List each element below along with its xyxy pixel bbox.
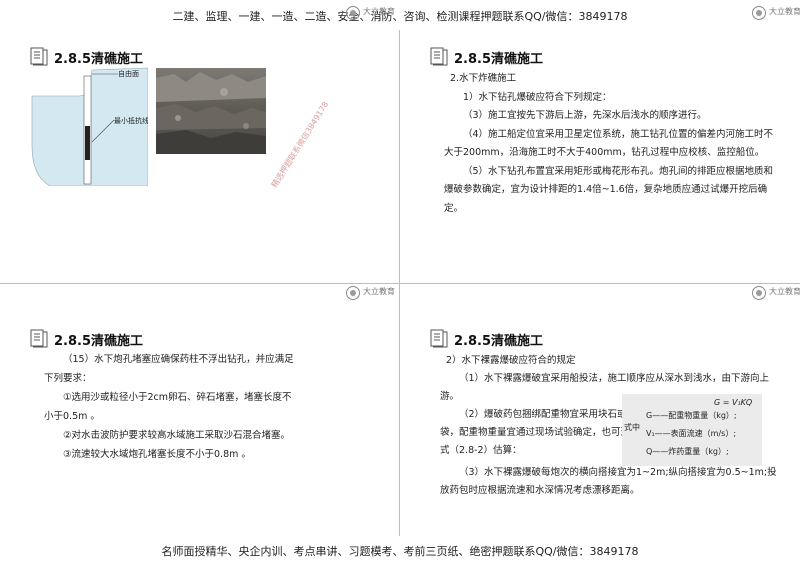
- logo-icon: [346, 6, 360, 20]
- slide-2: 大立教育 2.8.5清礁施工 2.水下炸礁施工 1）水下钻孔爆破应符合下列规定：…: [414, 6, 800, 278]
- paragraph: （3）水下裸露爆破每炮次的横向搭接宜为1~2m;纵向搭接宜为0.5~1m;投放药…: [440, 467, 777, 496]
- slide-title: 2.8.5清礁施工: [454, 334, 544, 349]
- paragraph: （15）水下炮孔堵塞应确保药柱不浮出钻孔，并应满足下列要求：: [44, 354, 294, 384]
- formula-v-definition: V₁——表面流速（m/s）;: [646, 429, 737, 438]
- paragraph: （3）施工宜按先下游后上游，先深水后浅水的顺序进行。: [463, 110, 707, 121]
- paragraph: （1）水下裸露爆破宜采用船投法，施工顺序应从深水到浅水，由下游向上游。: [440, 373, 770, 402]
- paragraph: ②对水击波防护要求较高水域施工采取沙石混合堵塞。: [63, 430, 291, 441]
- top-banner: 二建、监理、一建、一造、二造、安全、消防、咨询、检测课程押题联系QQ/微信：38…: [172, 10, 628, 23]
- formula-prefix: 式中: [624, 423, 640, 432]
- notebook-icon: [430, 329, 448, 348]
- watermark-text: 精选押题联系微信3849178: [269, 100, 331, 190]
- slide-title: 2.8.5清礁施工: [54, 52, 144, 67]
- vertical-divider: [399, 30, 400, 536]
- bottom-banner: 名师面授精华、央企内训、考点串讲、习题模考、考前三页纸、绝密押题联系QQ/微信：…: [161, 545, 639, 558]
- paragraph: ①选用沙或粒径小于2cm卵石、碎石堵塞，堵塞长度不小于0.5m 。: [44, 392, 292, 422]
- formula-q-definition: Q——炸药重量（kg）;: [646, 447, 729, 456]
- slide-body: 2）水下裸露爆破应符合的规定 （1）水下裸露爆破宜采用船投法，施工顺序应从深水到…: [440, 352, 785, 460]
- slide-body: （15）水下炮孔堵塞应确保药柱不浮出钻孔，并应满足下列要求： ①选用沙或粒径小于…: [44, 350, 299, 464]
- blasting-diagram: 自由面 最小抵抗线: [30, 66, 148, 186]
- formula-g-definition: G——配重物重量（kg）;: [646, 411, 737, 420]
- logo-icon: [752, 6, 766, 20]
- slide-title: 2.8.5清礁施工: [454, 52, 544, 67]
- min-resistance-label: 最小抵抗线: [114, 116, 148, 125]
- slide-title: 2.8.5清礁施工: [54, 334, 144, 349]
- paragraph: （5）水下钻孔布置宜采用矩形或梅花形布孔。炮孔间的排距应根据地质和爆破参数确定，…: [444, 165, 774, 214]
- formula-main: G = V₁KQ: [714, 398, 753, 407]
- slide-1: 大立教育 2.8.5清礁施工 自由面 最小抵抗线: [14, 6, 395, 278]
- paragraph: （2）爆破药包捆绑配重物宜采用块石或砂袋，配重物重量宜通过现场试验确定，也可通过…: [440, 409, 640, 456]
- slide-3: 大立教育 2.8.5清礁施工 （15）水下炮孔堵塞应确保药柱不浮出钻孔，并应满足…: [14, 286, 395, 534]
- paragraph: ③流速较大水域炮孔堵塞长度不小于0.8m 。: [63, 449, 251, 460]
- horizontal-divider: [0, 283, 800, 284]
- logo-icon: [346, 286, 360, 300]
- brand-logo: 大立教育: [346, 6, 395, 22]
- section-heading: 2）水下裸露爆破应符合的规定: [446, 355, 576, 366]
- paragraph: （4）施工船定位宜采用卫星定位系统，施工钻孔位置的偏差内河施工时不大于200mm…: [444, 128, 774, 159]
- slide-body: 2.水下炸礁施工 1）水下钻孔爆破应符合下列规定： （3）施工宜按先下游后上游，…: [444, 70, 779, 218]
- paragraph: 1）水下钻孔爆破应符合下列规定：: [463, 91, 612, 103]
- slide-body-bottom: （3）水下裸露爆破每炮次的横向搭接宜为1~2m;纵向搭接宜为0.5~1m;投放药…: [440, 464, 785, 500]
- brand-logo: 大立教育: [752, 6, 800, 22]
- formula-box: G = V₁KQ 式中 G——配重物重量（kg）; V₁——表面流速（m/s）;…: [622, 394, 762, 466]
- notebook-icon: [30, 47, 48, 66]
- slide-4: 大立教育 2.8.5清礁施工 2）水下裸露爆破应符合的规定 （1）水下裸露爆破宜…: [414, 286, 800, 534]
- section-heading: 2.水下炸礁施工: [450, 73, 517, 84]
- notebook-icon: [30, 329, 48, 348]
- logo-icon: [752, 286, 766, 300]
- notebook-icon: [430, 47, 448, 66]
- reef-site-photo: [156, 68, 266, 154]
- free-face-label: 自由面: [118, 69, 139, 78]
- brand-logo: 大立教育: [752, 286, 800, 302]
- brand-logo: 大立教育: [346, 286, 395, 302]
